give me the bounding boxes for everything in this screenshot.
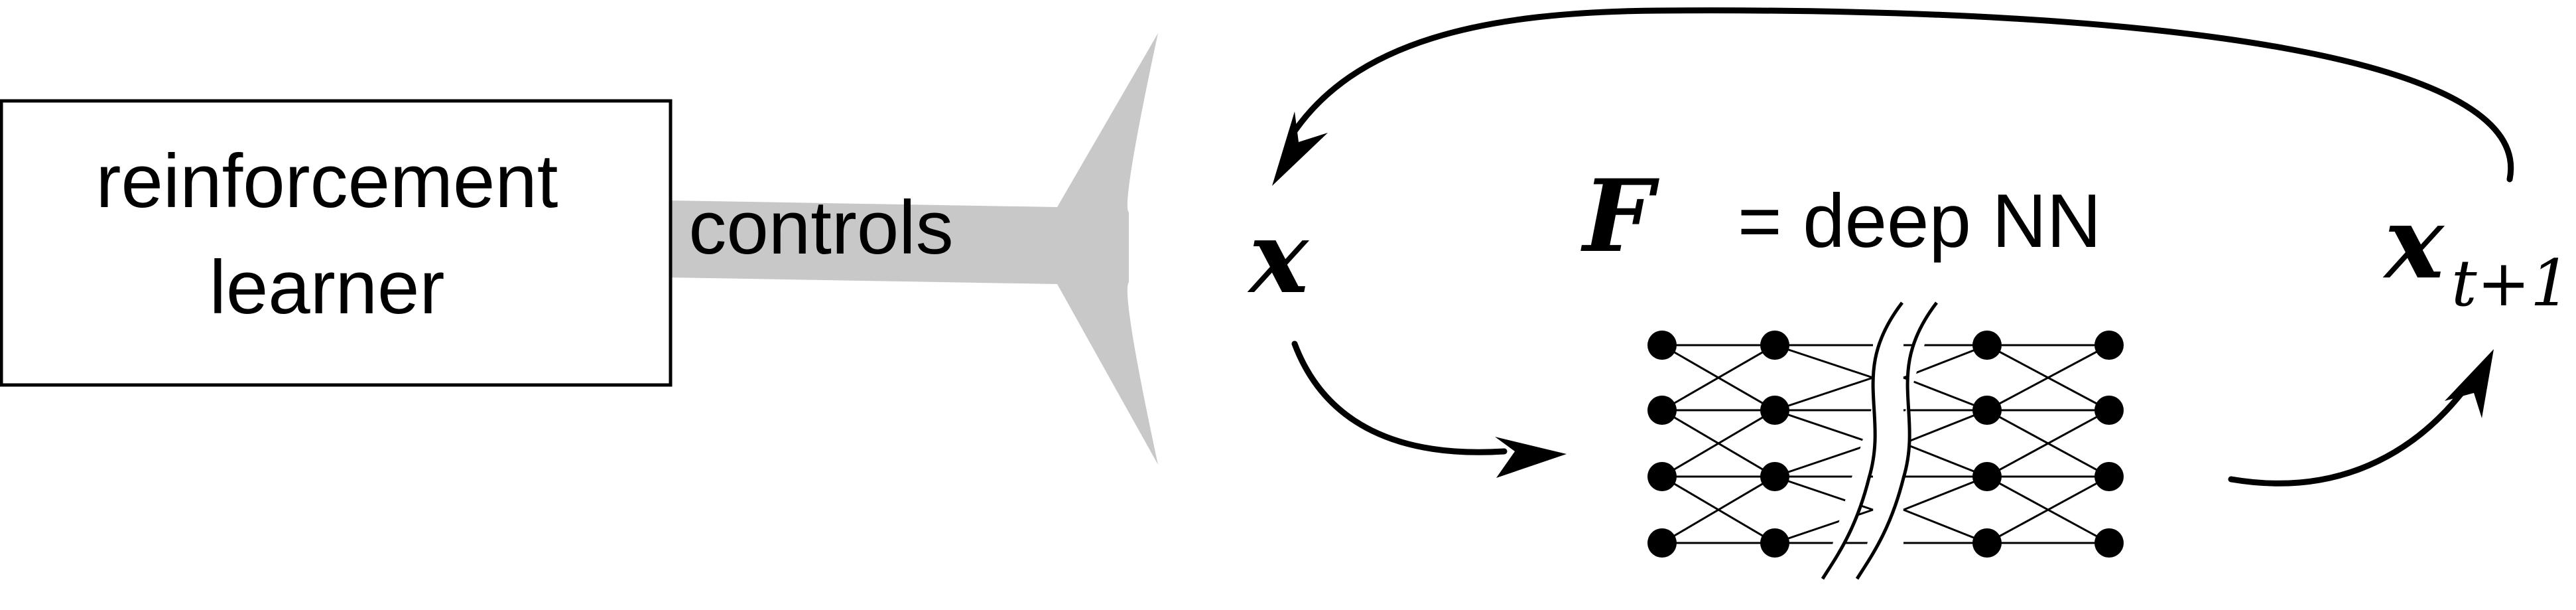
next-state-label: x t+1 xyxy=(2382,185,2571,321)
model-label: F = deep NN xyxy=(1580,158,2101,275)
neural-network-icon xyxy=(1647,301,2124,580)
model-symbol: F xyxy=(1580,158,1660,275)
learner-box: reinforcement learner xyxy=(0,99,673,387)
model-text: = deep NN xyxy=(1738,179,2101,264)
feedback-arrow xyxy=(1272,7,2514,186)
state-label: x xyxy=(1247,199,1309,316)
learner-box-line2: learner xyxy=(210,246,445,330)
input-arrow xyxy=(1291,341,1567,478)
next-state-symbol: x xyxy=(2382,185,2445,301)
controls-label: controls xyxy=(688,186,953,270)
learner-box-line1: reinforcement xyxy=(96,139,558,224)
controls-band xyxy=(670,33,1158,465)
next-state-subscript: t+1 xyxy=(2451,246,2571,321)
output-arrow xyxy=(2228,349,2494,487)
